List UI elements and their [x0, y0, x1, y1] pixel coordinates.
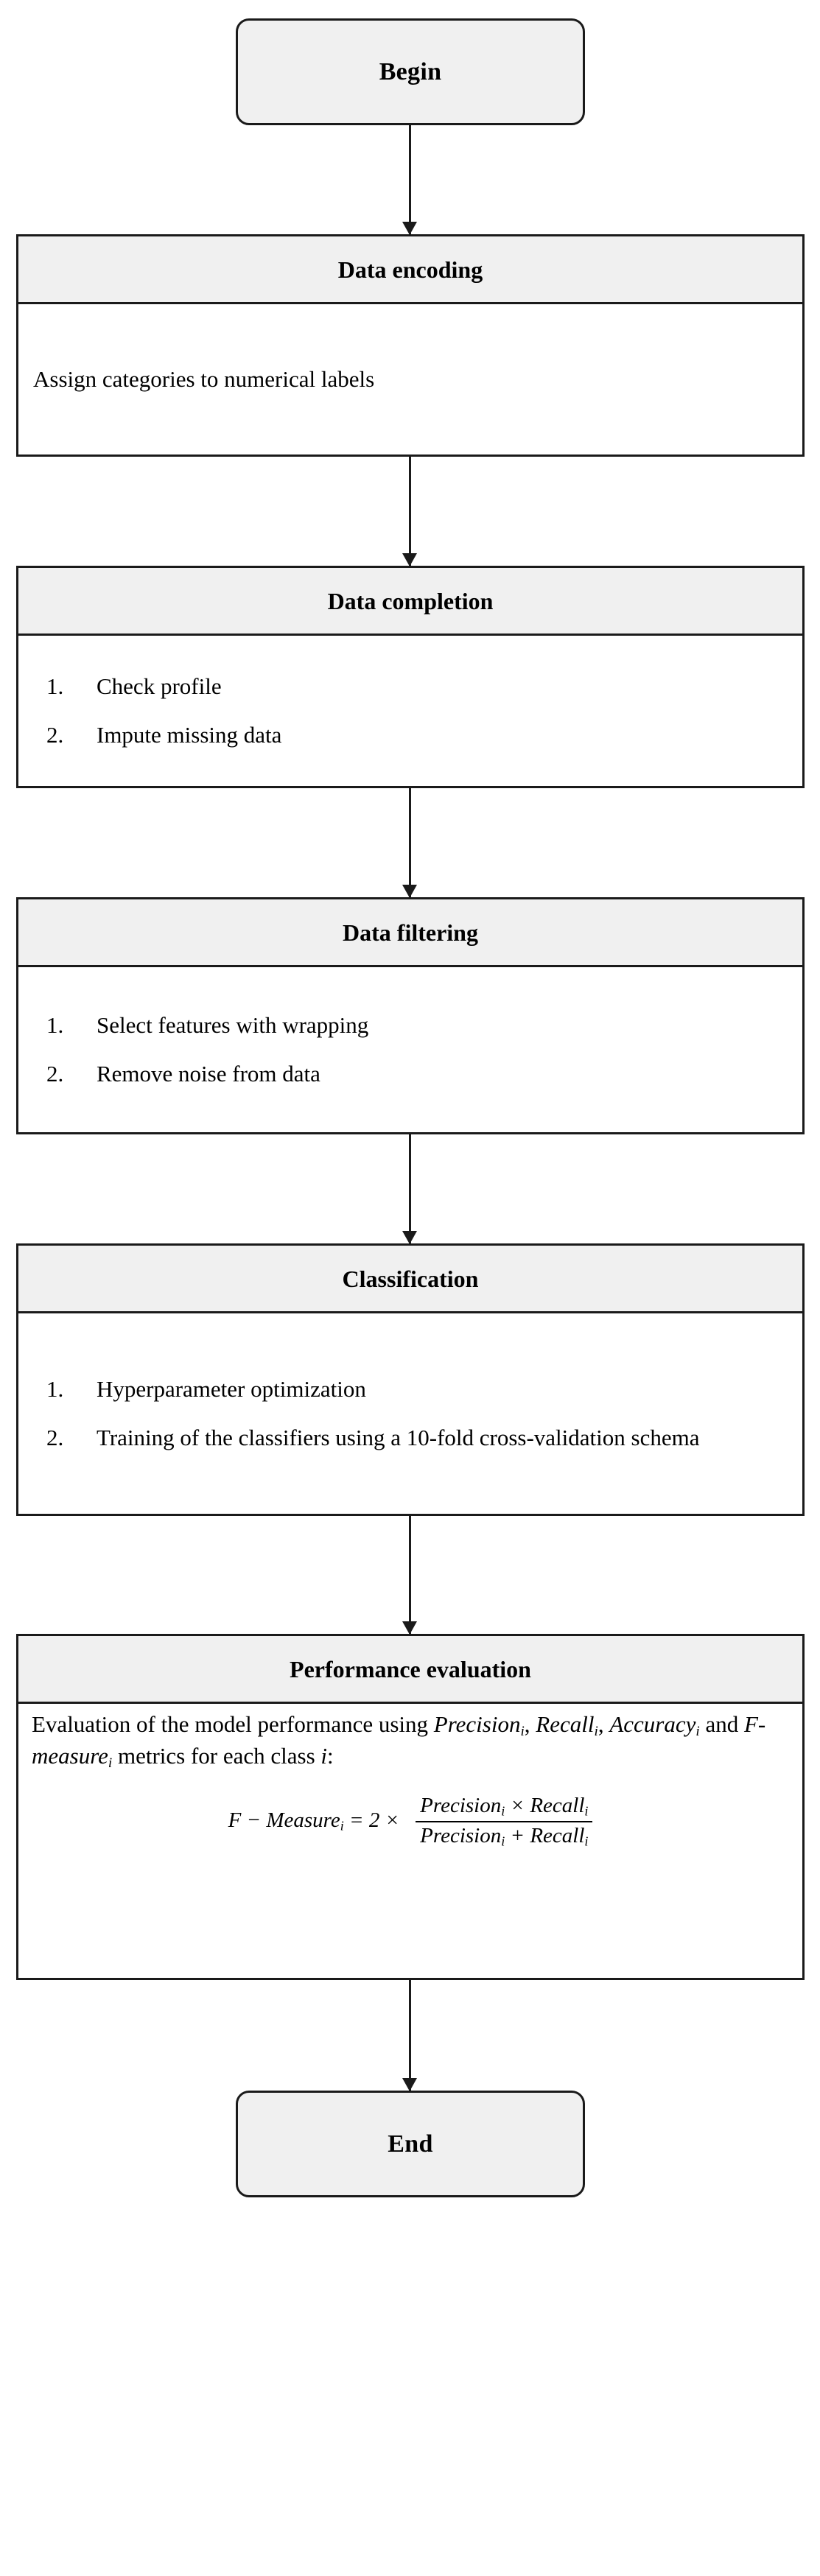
list-item-text: Impute missing data [97, 722, 282, 748]
node-performance-evaluation-title: Performance evaluation [290, 1655, 531, 1682]
node-performance-evaluation-header: Performance evaluation [18, 1636, 802, 1704]
node-performance-evaluation[interactable]: Performance evaluation Evaluation of the… [16, 1634, 805, 1980]
f-measure-formula: F − Measurei = 2 × Precisioni × Recalli … [18, 1792, 802, 1850]
node-data-filtering-header: Data filtering [18, 899, 802, 967]
list-item-text: Hyperparameter optimization [97, 1375, 366, 1402]
list-item: 1. Hyperparameter optimization [46, 1375, 721, 1404]
denominator-precision: Precision [420, 1823, 502, 1847]
formula-lhs-subscript: i [340, 1818, 344, 1833]
formula-numerator: Precisioni × Recalli [416, 1792, 592, 1821]
numerator-precision-subscript: i [501, 1803, 505, 1819]
arrowhead-icon [402, 553, 417, 566]
denominator-precision-subscript: i [501, 1833, 505, 1849]
metric-recall: Recall [536, 1711, 595, 1737]
node-classification-header: Classification [18, 1246, 802, 1313]
node-end-label: End [388, 2130, 433, 2158]
node-data-completion-title: Data completion [327, 587, 494, 614]
metric-separator-2: , [598, 1711, 610, 1737]
list-item-text: Check profile [97, 673, 222, 699]
arrowhead-icon [402, 1621, 417, 1635]
list-item-number: 1. [46, 673, 64, 699]
metric-f-measure-subscript: i [108, 1755, 113, 1771]
node-begin[interactable]: Begin [236, 18, 585, 125]
list-item: 1. Select features with wrapping [46, 1011, 785, 1040]
node-data-encoding-body: Assign categories to numerical labels [18, 304, 802, 455]
metric-conjunction: and [699, 1711, 744, 1737]
fraction-bar [416, 1820, 593, 1822]
denominator-recall-subscript: i [584, 1833, 589, 1849]
evaluation-description: Evaluation of the model performance usin… [18, 1704, 802, 1773]
list-item: 2. Training of the classifiers using a 1… [46, 1423, 721, 1453]
list-item-number: 1. [46, 1375, 64, 1402]
node-classification-body: 1. Hyperparameter optimization 2. Traini… [18, 1313, 802, 1514]
formula-left-hand-side: F − Measurei = 2 × [228, 1808, 400, 1834]
formula-fraction: Precisioni × Recalli Precisioni + Recall… [416, 1792, 593, 1851]
arrow-performance-evaluation-to-end [402, 1980, 417, 2091]
numerator-precision: Precision [420, 1793, 502, 1817]
class-symbol: i [320, 1742, 328, 1769]
metric-recall-subscript: i [594, 1723, 598, 1739]
node-data-encoding-header: Data encoding [18, 236, 802, 304]
arrowhead-icon [402, 2078, 417, 2091]
metric-separator-1: , [524, 1711, 536, 1737]
node-data-encoding-text: Assign categories to numerical labels [33, 366, 375, 393]
node-data-encoding[interactable]: Data encoding Assign categories to numer… [16, 234, 805, 457]
arrowhead-icon [402, 1231, 417, 1244]
denominator-operator: + [505, 1823, 530, 1847]
node-data-completion-body: 1. Check profile 2. Impute missing data [18, 636, 802, 786]
denominator-recall: Recall [530, 1823, 585, 1847]
arrowhead-icon [402, 222, 417, 235]
node-performance-evaluation-body: Evaluation of the model performance usin… [18, 1704, 802, 1978]
node-classification[interactable]: Classification 1. Hyperparameter optimiz… [16, 1243, 805, 1516]
list-item-number: 2. [46, 1425, 64, 1450]
evaluation-lead: Evaluation of the model performance usin… [32, 1711, 434, 1737]
arrow-data-encoding-to-data-completion [402, 457, 417, 566]
node-data-filtering-title: Data filtering [343, 919, 478, 946]
arrow-begin-to-data-encoding [402, 125, 417, 235]
node-data-encoding-title: Data encoding [337, 256, 483, 283]
list-item: 2. Impute missing data [46, 720, 785, 750]
list-item-number: 1. [46, 1011, 64, 1038]
formula-equals: = [343, 1808, 369, 1833]
node-data-filtering-steps: 1. Select features with wrapping 2. Remo… [18, 1011, 802, 1089]
arrow-data-filtering-to-classification [402, 1134, 417, 1244]
list-item: 1. Check profile [46, 672, 785, 701]
evaluation-tail: metrics for each class [117, 1742, 321, 1769]
node-begin-label: Begin [379, 57, 442, 85]
numerator-recall: Recall [530, 1793, 585, 1817]
metric-accuracy-subscript: i [695, 1723, 700, 1739]
numerator-recall-subscript: i [584, 1803, 589, 1819]
evaluation-tail-punct: : [327, 1742, 334, 1769]
metric-f-measure: F-measure [32, 1711, 766, 1769]
node-data-completion-steps: 1. Check profile 2. Impute missing data [18, 672, 802, 751]
list-item-number: 2. [46, 1061, 64, 1087]
formula-denominator: Precisioni + Recalli [416, 1822, 592, 1851]
arrow-data-completion-to-data-filtering [402, 788, 417, 898]
list-item-text: Training of the classifiers using a 10-f… [97, 1425, 700, 1450]
node-data-completion-header: Data completion [18, 568, 802, 636]
formula-lhs-text: F − Measure [228, 1808, 340, 1833]
metric-accuracy: Accuracy [609, 1711, 696, 1737]
formula-times: × [379, 1808, 400, 1833]
arrow-classification-to-performance-evaluation [402, 1516, 417, 1635]
metric-precision: Precision [433, 1711, 521, 1737]
node-classification-steps: 1. Hyperparameter optimization 2. Traini… [18, 1375, 802, 1453]
node-data-completion[interactable]: Data completion 1. Check profile 2. Impu… [16, 566, 805, 788]
node-data-filtering-body: 1. Select features with wrapping 2. Remo… [18, 967, 802, 1132]
list-item: 2. Remove noise from data [46, 1059, 785, 1089]
list-item-text: Select features with wrapping [97, 1011, 369, 1038]
arrowhead-icon [402, 885, 417, 898]
node-data-filtering[interactable]: Data filtering 1. Select features with w… [16, 897, 805, 1134]
list-item-number: 2. [46, 722, 64, 748]
list-item-text: Remove noise from data [97, 1061, 320, 1087]
node-classification-title: Classification [342, 1265, 479, 1292]
numerator-operator: × [505, 1793, 530, 1817]
node-end[interactable]: End [236, 2091, 585, 2197]
metric-precision-subscript: i [520, 1723, 525, 1739]
formula-coefficient: 2 [368, 1808, 380, 1833]
